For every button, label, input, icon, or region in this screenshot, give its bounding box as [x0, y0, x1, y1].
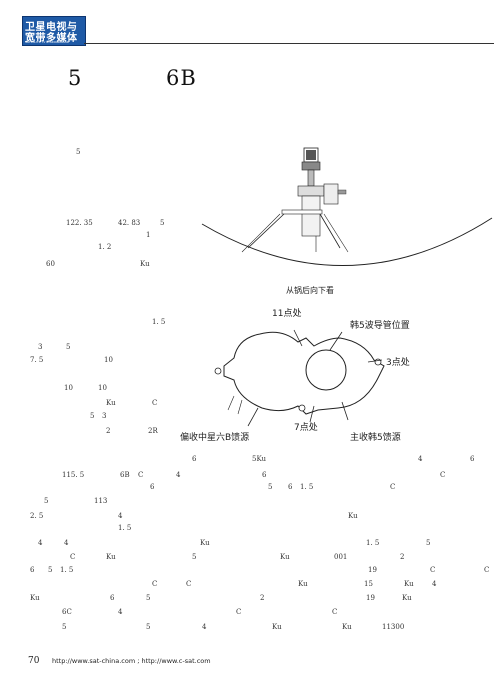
- body-text: 6B: [120, 471, 130, 479]
- body-text: 6: [150, 483, 155, 491]
- body-text: Ku: [106, 553, 116, 561]
- body-text: 4: [202, 623, 207, 631]
- left-text: 5: [66, 343, 71, 351]
- body-text: 115. 5: [62, 471, 85, 479]
- body-text: 1. 5: [300, 483, 314, 491]
- left-text: Ku: [106, 399, 116, 407]
- body-text: 5: [146, 594, 151, 602]
- body-text: Ku: [402, 594, 412, 602]
- left-text: 5: [160, 219, 165, 227]
- body-text: Ku: [30, 594, 40, 602]
- body-text: 1. 5: [60, 566, 74, 574]
- body-text: 5: [146, 623, 151, 631]
- body-text: 11300: [382, 623, 405, 631]
- body-text: 6: [470, 455, 475, 463]
- body-text: Ku: [404, 580, 414, 588]
- body-text: C: [186, 580, 192, 588]
- left-text: 42. 83: [118, 219, 141, 227]
- body-text: C: [390, 483, 396, 491]
- body-text: 6: [192, 455, 197, 463]
- left-text: C: [152, 399, 158, 407]
- logo-line-1: 卫星电视与: [25, 22, 78, 33]
- body-text: 1. 5: [366, 539, 380, 547]
- body-text: 4: [64, 539, 69, 547]
- body-text: Ku: [298, 580, 308, 588]
- left-text: 60: [46, 260, 55, 268]
- body-text: C: [138, 471, 144, 479]
- label-main-feed: 主收韩5馈源: [350, 433, 401, 443]
- left-text: 3: [102, 412, 107, 420]
- body-text: 1. 5: [118, 524, 132, 532]
- left-text: 10: [104, 356, 113, 364]
- body-text: 4: [118, 512, 123, 520]
- label-offset-feed: 偏收中星六B馈源: [180, 433, 250, 443]
- body-text: 4: [418, 455, 423, 463]
- label-3-oclock: 3点处: [386, 358, 410, 368]
- left-text: 10: [64, 384, 73, 392]
- body-text: 5Ku: [252, 455, 267, 463]
- body-text: Ku: [342, 623, 352, 631]
- body-text: 4: [38, 539, 43, 547]
- figure-dual-feed-bracket: [214, 329, 385, 427]
- body-text: 6: [110, 594, 115, 602]
- body-text: C: [430, 566, 436, 574]
- left-text: 122. 35: [66, 219, 93, 227]
- label-han5-waveguide: 韩5波导管位置: [350, 321, 410, 331]
- left-text: 2R: [148, 427, 158, 435]
- page-number: 70: [28, 656, 40, 666]
- left-text: 7. 5: [30, 356, 44, 364]
- body-text: 5: [48, 566, 53, 574]
- body-text: 6C: [62, 608, 72, 616]
- left-text: 10: [98, 384, 107, 392]
- left-text: 1. 2: [98, 243, 112, 251]
- body-text: 5: [268, 483, 273, 491]
- body-text: 2: [400, 553, 405, 561]
- body-text: 6: [262, 471, 267, 479]
- left-text: 1: [146, 231, 151, 239]
- header-rule: [84, 43, 494, 44]
- body-text: C: [70, 553, 76, 561]
- left-text: 3: [38, 343, 43, 351]
- body-text: 6: [288, 483, 293, 491]
- body-text: Ku: [200, 539, 210, 547]
- body-text: C: [484, 566, 490, 574]
- body-text: 6: [30, 566, 35, 574]
- article-title-part-1: 5: [68, 66, 83, 90]
- body-text: 5: [192, 553, 197, 561]
- body-text: 4: [432, 580, 437, 588]
- body-text: C: [236, 608, 242, 616]
- body-text: 001: [334, 553, 348, 561]
- body-text: Ku: [348, 512, 358, 520]
- magazine-logo: 卫星电视与 宽带多媒体 SATELLITE TV & BROADBAND: [22, 16, 86, 46]
- body-text: Ku: [272, 623, 282, 631]
- left-text: 2: [106, 427, 111, 435]
- label-11-oclock: 11点处: [272, 309, 302, 319]
- figure-lnb-mount-drawing: [201, 147, 493, 266]
- body-text: Ku: [280, 553, 290, 561]
- body-text: 19: [366, 594, 375, 602]
- left-text: Ku: [140, 260, 150, 268]
- logo-line-3: SATELLITE TV & BROADBAND: [25, 40, 70, 44]
- body-text: 5: [44, 497, 49, 505]
- body-text: 15: [364, 580, 373, 588]
- body-text: 2. 5: [30, 512, 44, 520]
- body-text: C: [332, 608, 338, 616]
- body-text: 5: [62, 623, 67, 631]
- logo-line-2: 宽带多媒体: [25, 33, 78, 44]
- left-text: 5: [76, 148, 81, 156]
- label-7-oclock: 7点处: [294, 423, 318, 433]
- body-text: 4: [176, 471, 181, 479]
- left-text: 1. 5: [152, 318, 166, 326]
- figure-caption: 从锅后向下看: [286, 286, 334, 295]
- left-text: 5: [90, 412, 95, 420]
- footer-urls: http://www.sat-china.com ; http://www.c-…: [52, 657, 211, 665]
- body-text: 4: [118, 608, 123, 616]
- body-text: 19: [368, 566, 377, 574]
- body-text: 5: [426, 539, 431, 547]
- body-text: 2: [260, 594, 265, 602]
- article-title-part-2: 6B: [166, 66, 197, 90]
- body-text: C: [440, 471, 446, 479]
- body-text: C: [152, 580, 158, 588]
- body-text: 113: [94, 497, 108, 505]
